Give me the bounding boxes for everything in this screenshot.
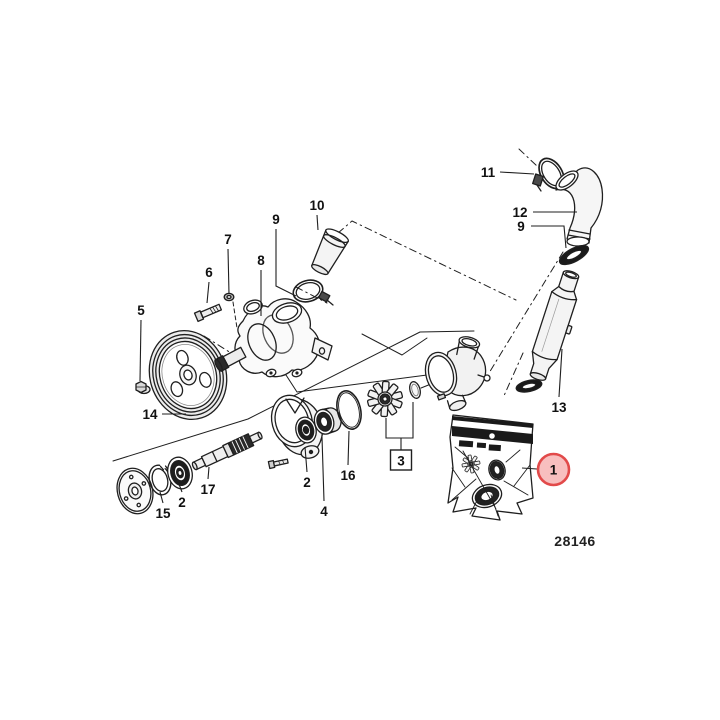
- tube-gasket: [515, 379, 543, 393]
- callout-label[interactable]: 2: [178, 495, 186, 510]
- callout-label[interactable]: 1: [550, 462, 558, 477]
- callout-16-17[interactable]: 16: [340, 430, 356, 483]
- mount-bolt: [267, 458, 289, 470]
- callout-2-1[interactable]: 2: [176, 478, 186, 510]
- callout-10-10[interactable]: 10: [309, 198, 325, 231]
- callout-label[interactable]: 5: [137, 303, 145, 318]
- o-ring: [336, 390, 362, 430]
- hose-clamp: [292, 279, 334, 306]
- bearing-front: [167, 456, 193, 490]
- callout-label[interactable]: 6: [205, 265, 213, 280]
- callout-5-5[interactable]: 5: [137, 303, 145, 382]
- bolt: [193, 303, 223, 323]
- bearing-rear: [295, 416, 317, 444]
- nut: [135, 380, 151, 395]
- callout-6-6[interactable]: 6: [205, 265, 213, 304]
- callout-9-13[interactable]: 9: [517, 219, 567, 249]
- elbow-hose: [555, 167, 604, 247]
- callout-label[interactable]: 14: [142, 407, 158, 422]
- callout-label[interactable]: 15: [155, 506, 171, 521]
- callout-9-9[interactable]: 9: [272, 212, 297, 297]
- pulley: [148, 329, 228, 421]
- callout-2-2[interactable]: 2: [303, 446, 311, 490]
- fitting-tube: [529, 270, 580, 381]
- callout-3-3[interactable]: 3: [385, 402, 414, 471]
- callout-box: [389, 449, 413, 471]
- callout-4-4[interactable]: 4: [320, 436, 328, 519]
- callout-label[interactable]: 4: [320, 504, 328, 519]
- pump-shaft-end: [214, 346, 247, 372]
- gasket: [558, 244, 590, 266]
- callout-17-18[interactable]: 17: [200, 466, 216, 497]
- hose-clamp-upper: [532, 157, 565, 192]
- callout-12-12[interactable]: 12: [512, 205, 577, 220]
- parts-kit-bag: [447, 414, 534, 521]
- callout-label[interactable]: 17: [200, 482, 215, 497]
- callout-label[interactable]: 16: [340, 468, 356, 483]
- washer: [223, 292, 235, 302]
- callout-label[interactable]: 8: [257, 253, 265, 268]
- callout-label[interactable]: 9: [517, 219, 525, 234]
- callout-label[interactable]: 9: [272, 212, 280, 227]
- callout-label[interactable]: 3: [397, 453, 405, 468]
- callout-label[interactable]: 7: [224, 232, 232, 247]
- callout-label[interactable]: 2: [303, 475, 311, 490]
- callout-label[interactable]: 13: [551, 400, 567, 415]
- hose: [311, 228, 350, 276]
- callout-label[interactable]: 11: [481, 165, 496, 180]
- callout-11-11[interactable]: 11: [481, 165, 535, 180]
- callout-15-16[interactable]: 15: [155, 491, 171, 521]
- callout-label[interactable]: 10: [309, 198, 324, 213]
- cam-disc: [409, 381, 421, 399]
- callout-8-8[interactable]: 8: [257, 253, 265, 316]
- drawing-number: 28146: [554, 533, 595, 549]
- callout-13-14[interactable]: 13: [551, 348, 567, 415]
- rear-pump-housing: [424, 336, 491, 412]
- seal: [313, 407, 342, 435]
- highlight-circle[interactable]: [536, 452, 571, 487]
- pump-assembly: [214, 298, 333, 378]
- shaft: [191, 431, 263, 471]
- callout-label[interactable]: 12: [512, 205, 527, 220]
- callout-7-7[interactable]: 7: [224, 232, 232, 295]
- impeller: [366, 380, 404, 418]
- hub-flange: [116, 467, 154, 515]
- callout-1-0[interactable]: 1: [521, 452, 571, 487]
- callout-14-15[interactable]: 14: [142, 407, 186, 422]
- bag-seal-small: [488, 459, 506, 481]
